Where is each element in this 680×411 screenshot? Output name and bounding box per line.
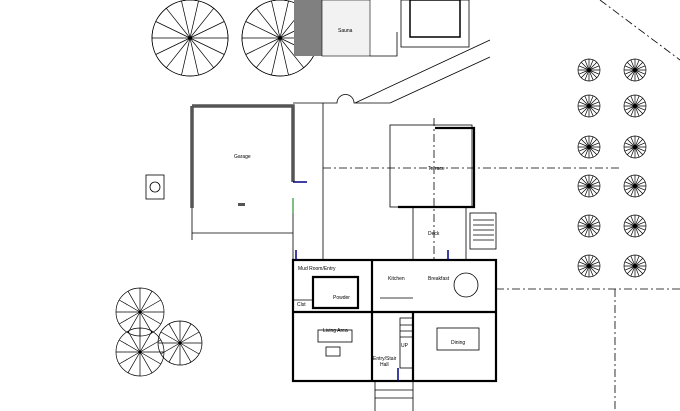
house: Mud Room/Entry Kitchen Breakfast Clst Po… [291,250,498,383]
property-lines [496,0,680,411]
terrace: Terrace [323,118,620,260]
tree-icon [577,254,601,278]
room-label-powder: Powder [333,295,350,301]
room-label-garage: Garage [234,154,251,160]
room-label-living: Living Area [323,328,348,334]
tree-cluster-top [151,0,319,77]
room-label-sauna: Sauna [338,28,353,34]
pool [400,0,470,48]
room-label-hall: Entry/Stair [373,356,397,362]
walkway [293,39,491,104]
room-label-terrace: Terrace [428,166,445,172]
room-label-kitchen: Kitchen [388,276,405,282]
tree-row-right [577,58,647,278]
room-label-mud-room: Mud Room/Entry [298,266,336,272]
tree-icon [623,174,647,198]
room-label-dining: Dining [451,340,465,346]
room-label-deck: Deck [428,231,440,237]
tree-cluster-bottom [115,287,203,377]
tree-icon [577,94,601,118]
tree-icon [577,214,601,238]
sauna: Sauna [294,0,398,57]
room-label-hall-2: Hall [380,362,389,368]
tree-icon [151,0,229,77]
garage: Garage [190,104,307,240]
tree-icon [623,254,647,278]
tree-icon [577,135,601,159]
tree-icon [623,214,647,238]
stair-up-label: UP [401,343,409,349]
tree-icon [157,320,203,366]
grill [145,174,165,200]
tree-icon [623,94,647,118]
entry-steps [374,381,414,411]
room-label-breakfast: Breakfast [428,276,450,282]
tree-icon [623,135,647,159]
tree-icon [115,327,165,377]
deck: Deck [412,207,497,260]
breezeway [292,103,324,260]
room-label-closet: Clst [297,302,306,308]
tree-icon [577,174,601,198]
tree-icon [577,58,601,82]
tree-icon [623,58,647,82]
tree-icon [115,287,165,337]
